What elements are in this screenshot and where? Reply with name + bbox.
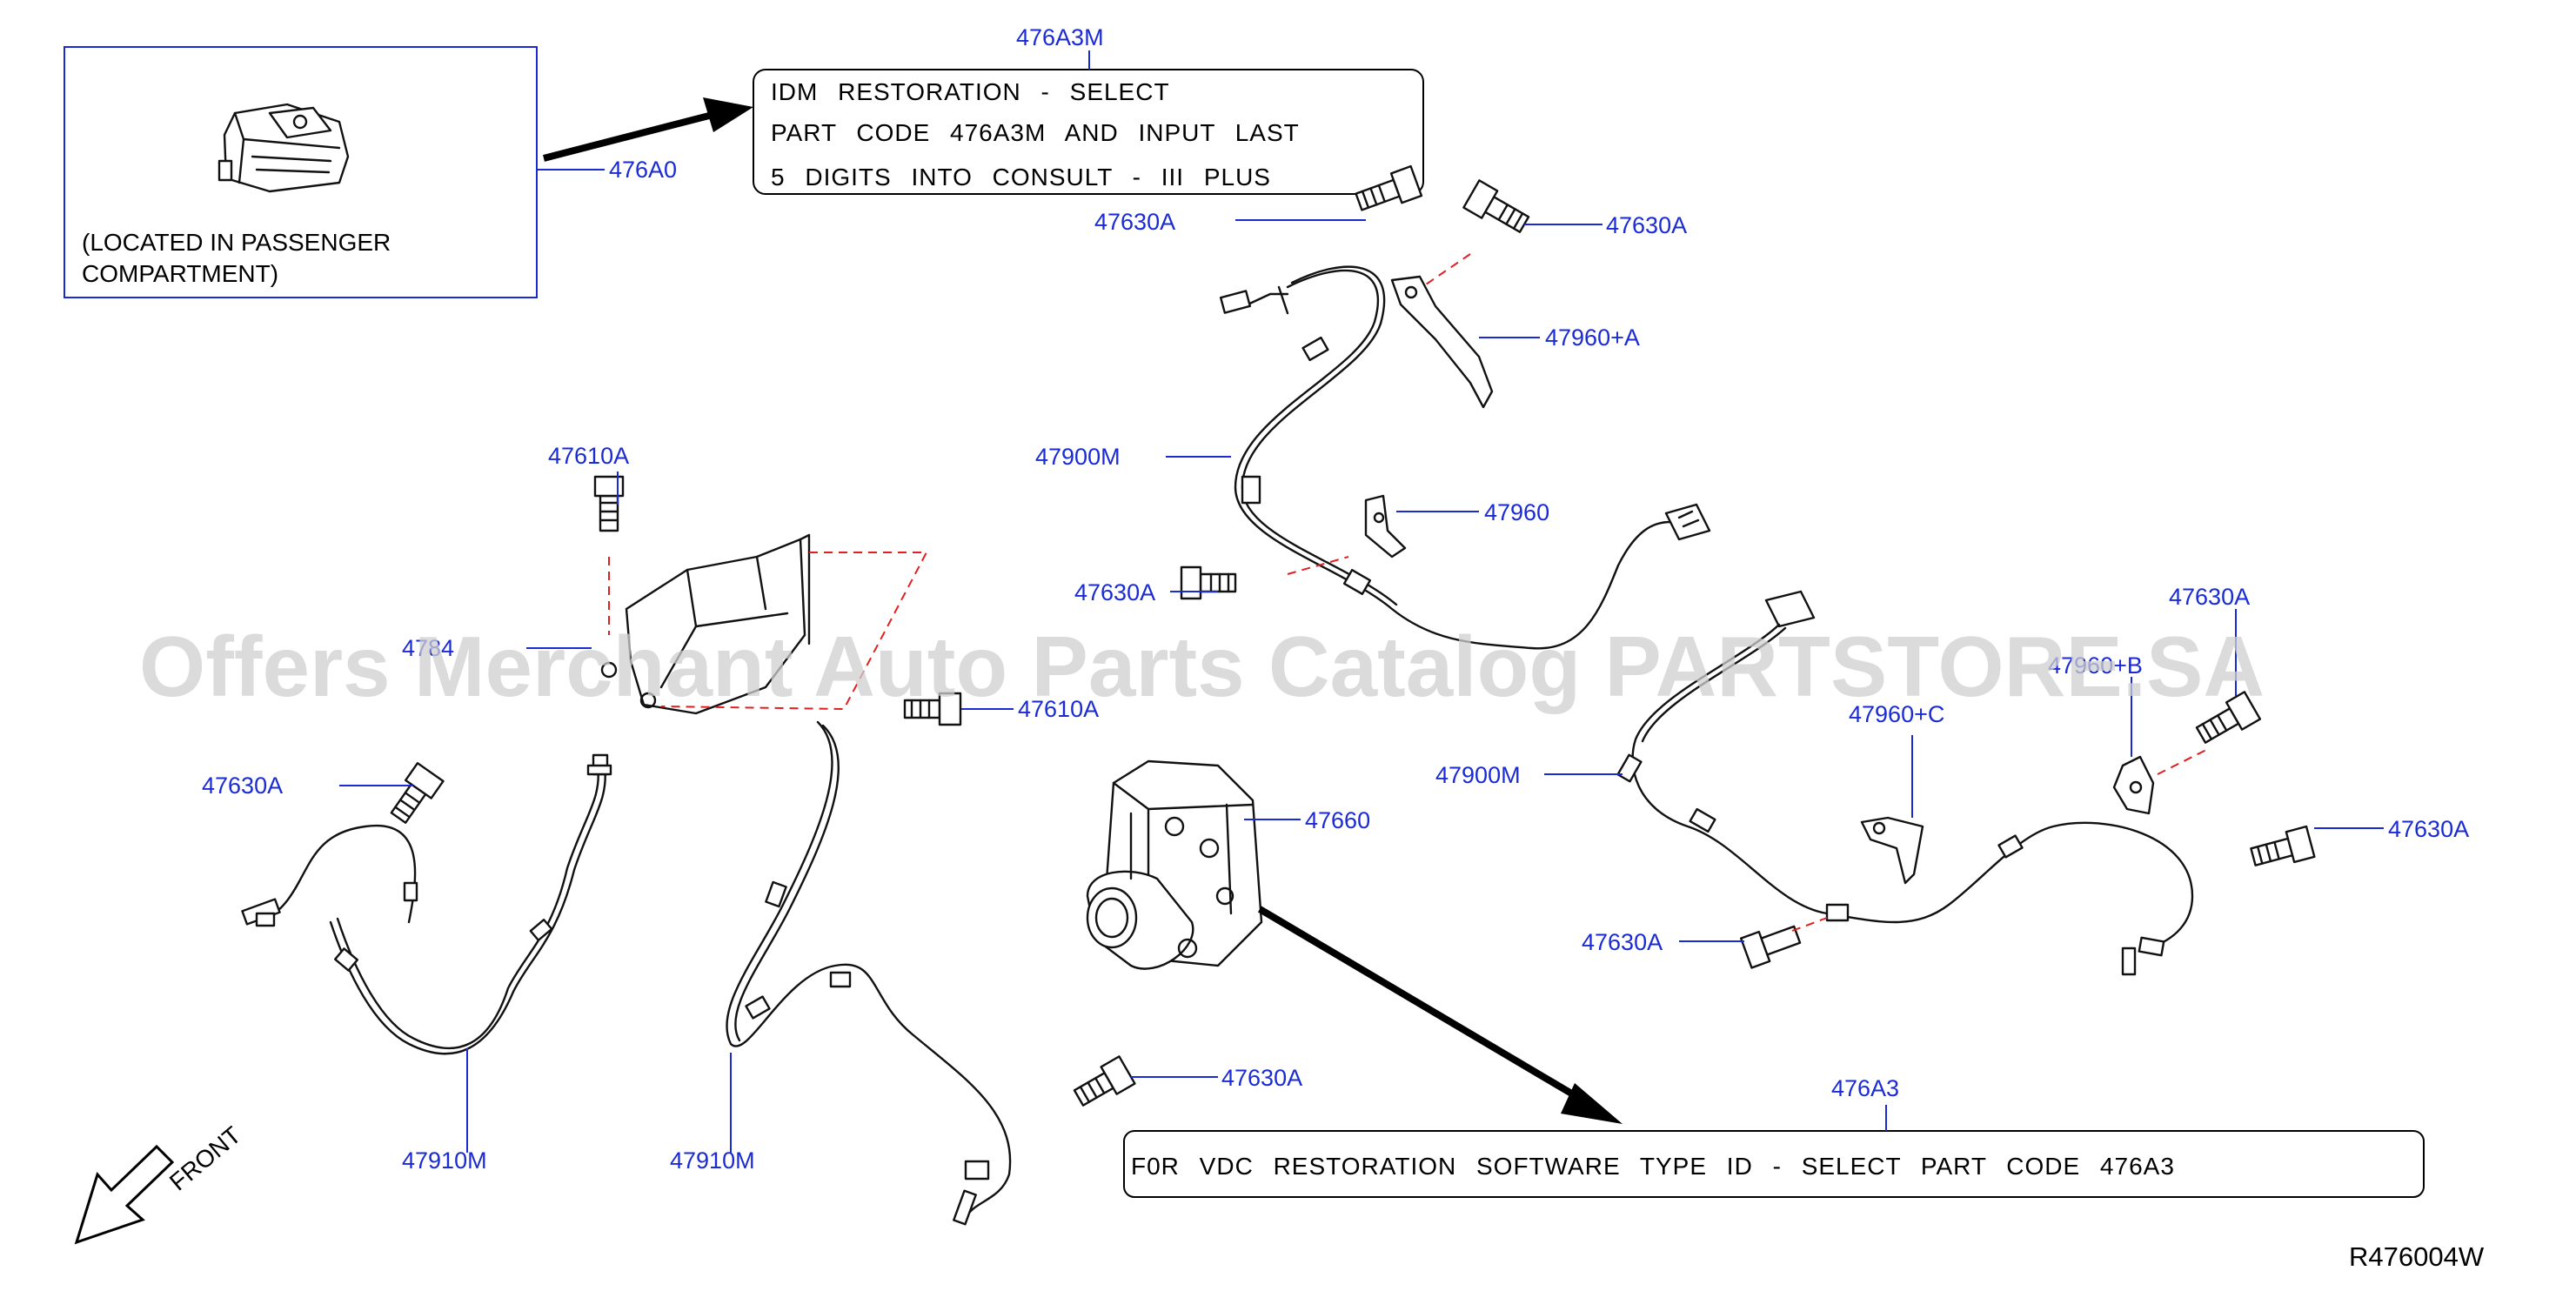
bolt-icon [1355,164,1423,211]
bolt-icon [1462,179,1530,233]
arrow-to-idm-note [543,97,753,162]
located-box: (LOCATED IN PASSENGER COMPARTMENT) [64,46,538,298]
sensor-harness-lower [1616,590,2194,976]
ref-code: R476004W [2349,1241,2485,1272]
sensor-harness-left [241,753,612,1055]
label-47630a-1: 47630A [1094,209,1175,235]
label-47630a-6: 47630A [2169,584,2250,610]
idm-line-1: IDM RESTORATION - SELECT [771,78,1170,105]
label-476a3m: 476A3M [1016,24,1104,50]
label-47610a-mid: 47610A [1018,696,1099,722]
abs-actuator-icon [1086,759,1263,970]
label-47610a-top: 47610A [548,443,629,469]
label-47630a-4: 47630A [202,773,283,799]
label-47630a-8: 47630A [1582,929,1663,955]
located-line-1: (LOCATED IN PASSENGER [82,229,391,256]
label-47900m-1: 47900M [1035,444,1121,470]
label-47910m-1: 47910M [402,1147,487,1174]
bracket-47960b-icon [2112,755,2155,815]
bolt-icon [1073,1055,1136,1107]
bolt-icon [593,475,625,532]
idm-line-2: PART CODE 476A3M AND INPUT LAST [771,119,1300,146]
label-47630a-5: 47630A [1221,1065,1302,1091]
abs-bracket-4784-icon [600,533,811,715]
label-47660: 47660 [1305,807,1370,833]
front-label: FRONT [164,1121,246,1196]
label-4784: 4784 [402,635,454,661]
label-47630a-3: 47630A [1074,579,1155,605]
idm-note-box: IDM RESTORATION - SELECT PART CODE 476A3… [753,69,1424,195]
bolt-icon [1739,925,1802,969]
label-476a3: 476A3 [1831,1075,1899,1101]
watermark-text: Offers Merchant Auto Parts Catalog PARTS… [139,619,2265,714]
label-47960a: 47960+A [1545,324,1640,351]
front-arrow-icon [74,1144,175,1245]
label-47630a-2: 47630A [1606,212,1687,238]
label-47900m-2: 47900M [1435,762,1521,788]
vdc-line: F0R VDC RESTORATION SOFTWARE TYPE ID - S… [1131,1153,2175,1180]
label-47960b: 47960+B [2048,652,2143,679]
located-line-2: COMPARTMENT) [82,260,278,287]
idm-line-3: 5 DIGITS INTO CONSULT - III PLUS [771,164,1271,191]
bolt-icon [903,692,962,726]
label-47960c: 47960+C [1849,701,1944,727]
label-47910m-2: 47910M [670,1147,755,1174]
bracket-47960c-icon [1860,816,1924,885]
sensor-harness-right [726,720,1012,1226]
vdc-note-box: F0R VDC RESTORATION SOFTWARE TYPE ID - S… [1123,1130,2425,1198]
bolt-icon [2195,691,2262,744]
bracket-47960a-icon [1390,275,1494,409]
bracket-47960-icon [1364,494,1407,559]
label-476a0: 476A0 [609,157,677,183]
label-47630a-7: 47630A [2388,816,2469,842]
bolt-icon [390,762,445,824]
idm-module-icon [217,103,350,193]
sensor-harness-upper [1219,265,1711,650]
arrow-to-vdc-note [1257,906,1623,1124]
bolt-icon [2250,825,2316,866]
label-47960: 47960 [1484,499,1549,525]
bolt-icon [1180,565,1237,600]
